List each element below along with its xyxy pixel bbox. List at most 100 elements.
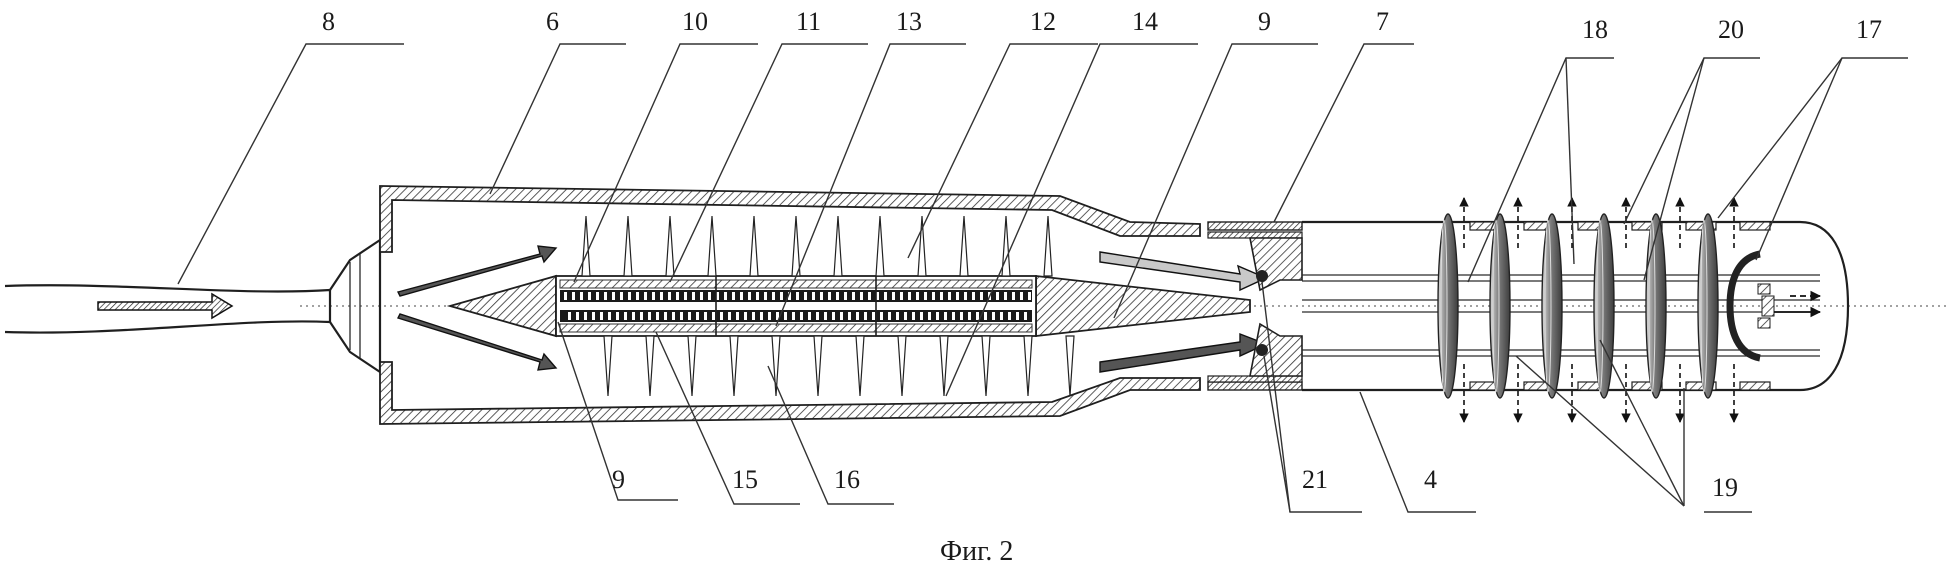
core-tick [696, 312, 699, 320]
core-tick [576, 312, 579, 320]
core-tick [884, 292, 887, 300]
core-tick [768, 312, 771, 320]
core-tick [996, 292, 999, 300]
core-tick [956, 292, 959, 300]
core-tick [780, 292, 783, 300]
needle-lower [646, 336, 654, 396]
core-tick [932, 292, 935, 300]
core-tick [984, 312, 987, 320]
core-tick [992, 312, 995, 320]
core-tick [624, 312, 627, 320]
label-11: 11 [796, 7, 821, 36]
core-tick [784, 312, 787, 320]
core-tick [920, 312, 923, 320]
label-8: 8 [322, 7, 335, 36]
core-tick [868, 292, 871, 300]
core-tick [968, 312, 971, 320]
core-tick [628, 292, 631, 300]
wall-segment [1740, 222, 1770, 230]
core-tick [644, 292, 647, 300]
core-tick [772, 292, 775, 300]
core-tick [872, 312, 875, 320]
core-tick [704, 312, 707, 320]
core-tick [592, 312, 595, 320]
core-tick [948, 292, 951, 300]
core-tick [972, 292, 975, 300]
core-tick [728, 312, 731, 320]
core-tick [692, 292, 695, 300]
label-18: 18 [1582, 15, 1608, 44]
core-tick [676, 292, 679, 300]
core-tick [944, 312, 947, 320]
sensor-21-lower [1256, 344, 1268, 356]
core-tick [836, 292, 839, 300]
needle-upper [876, 216, 884, 276]
label-17: 17 [1856, 15, 1882, 44]
core-tick [900, 292, 903, 300]
core-tick [580, 292, 583, 300]
label-6: 6 [546, 7, 559, 36]
core-tick [856, 312, 859, 320]
core-tick [896, 312, 899, 320]
core-tick [660, 292, 663, 300]
core-tick [700, 292, 703, 300]
label-9-top: 9 [1258, 7, 1271, 36]
core-tick [732, 292, 735, 300]
needle-lower [814, 336, 822, 396]
core-tick [756, 292, 759, 300]
core-tick [748, 292, 751, 300]
label-15: 15 [732, 465, 758, 494]
core-tick [588, 292, 591, 300]
label-10: 10 [682, 7, 708, 36]
core-tick [688, 312, 691, 320]
core-tick [892, 292, 895, 300]
core-tick [800, 312, 803, 320]
needle-upper [666, 216, 674, 276]
core-tick [652, 292, 655, 300]
core-tick [1000, 312, 1003, 320]
core-tick [964, 292, 967, 300]
needle-lower [1024, 336, 1032, 396]
core-tick [816, 312, 819, 320]
label-4: 4 [1424, 465, 1437, 494]
core-tick [812, 292, 815, 300]
core-tick [824, 312, 827, 320]
core-tick [760, 312, 763, 320]
core-tick [908, 292, 911, 300]
label-9-bottom: 9 [612, 465, 625, 494]
core-tick [928, 312, 931, 320]
needle-lower [898, 336, 906, 396]
core-tick [1004, 292, 1007, 300]
core-tick [840, 312, 843, 320]
core-tick [888, 312, 891, 320]
core-tick [568, 312, 571, 320]
label-12: 12 [1030, 7, 1056, 36]
core-tick [668, 292, 671, 300]
needle-upper [708, 216, 716, 276]
needle-upper [960, 216, 968, 276]
label-14: 14 [1132, 7, 1158, 36]
core-tick [564, 292, 567, 300]
exit-arrows [1774, 296, 1820, 312]
label-13: 13 [896, 7, 922, 36]
core-tick [608, 312, 611, 320]
core-tick [636, 292, 639, 300]
core-rod [556, 276, 1036, 336]
needle-lower [1066, 336, 1074, 396]
core-tick [600, 312, 603, 320]
core-tick [708, 292, 711, 300]
core-tick [680, 312, 683, 320]
core-tick [980, 292, 983, 300]
core-tick [844, 292, 847, 300]
core-tick [684, 292, 687, 300]
core-tick [712, 312, 715, 320]
core-tick [1032, 312, 1035, 320]
core-tick [740, 292, 743, 300]
core-tick [924, 292, 927, 300]
core-tick [736, 312, 739, 320]
core-tick [808, 312, 811, 320]
core-tick [820, 292, 823, 300]
needle-upper [834, 216, 842, 276]
core-tick [1024, 312, 1027, 320]
